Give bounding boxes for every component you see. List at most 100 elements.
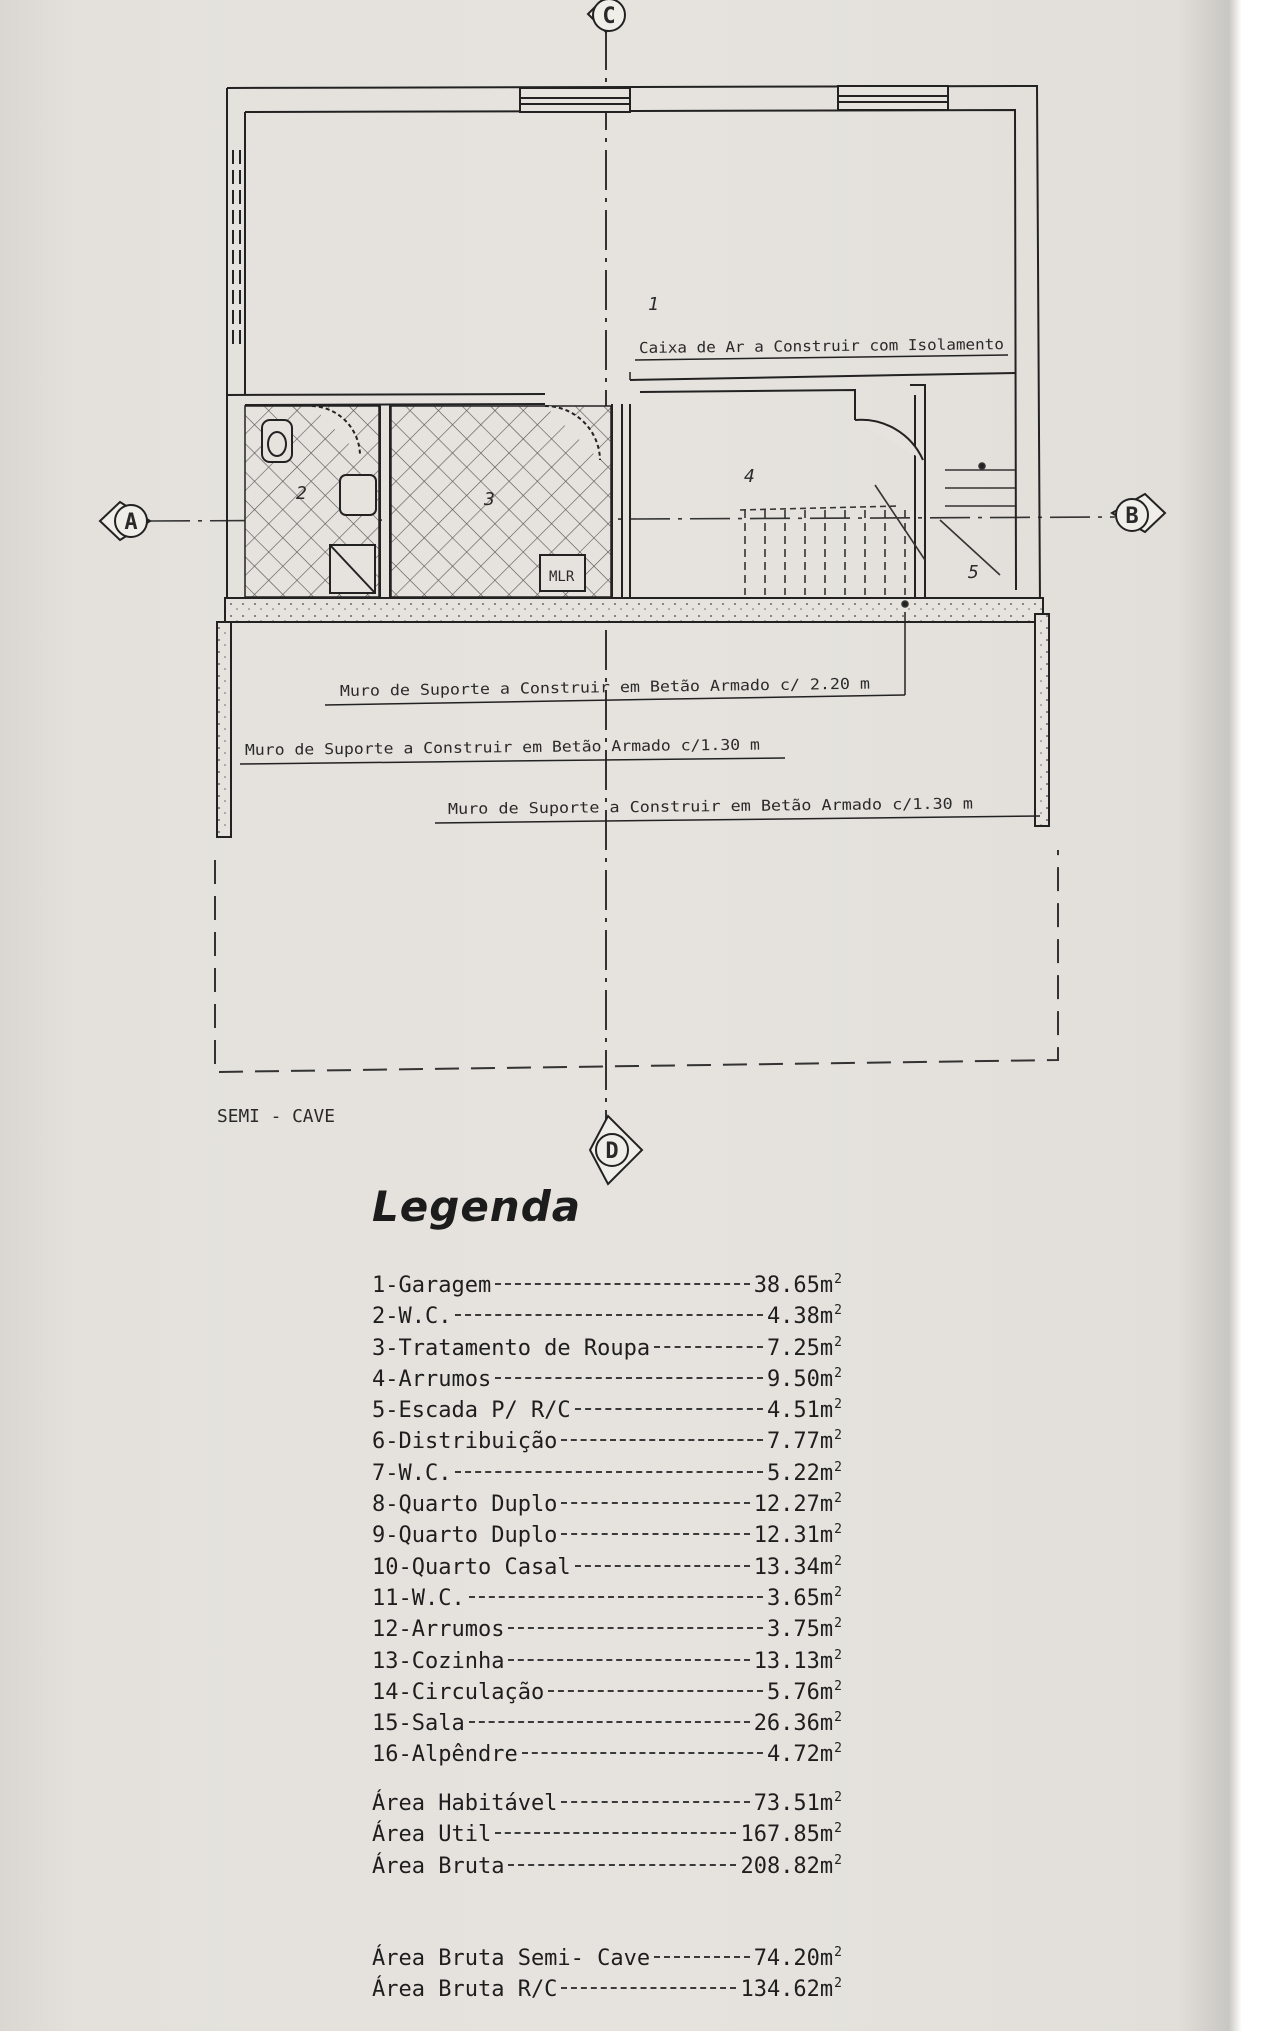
legend-row-unit-exponent: 2 bbox=[834, 1647, 842, 1663]
mlr-label: MLR bbox=[549, 569, 575, 585]
legend-row-unit-exponent: 2 bbox=[834, 1821, 842, 1837]
legend-row: 16-Alpêndre 4.72m2 bbox=[372, 1741, 842, 1772]
legend-row-unit-exponent: 2 bbox=[834, 1303, 842, 1319]
note-air-box: Caixa de Ar a Construir com Isolamento bbox=[639, 335, 1004, 357]
garage-bottom-wall bbox=[224, 597, 1044, 623]
legend-row-value: 134.62m2 bbox=[740, 1976, 842, 2002]
legend-row-label: 13-Cozinha bbox=[372, 1648, 505, 1674]
legend-leader-dashes bbox=[468, 1595, 763, 1598]
note-wall-130-b: Muro de Suporte a Construir em Betão Arm… bbox=[448, 795, 973, 818]
legend-leader-dashes bbox=[561, 1439, 763, 1442]
legend-row: Área Habitável 73.51m2 bbox=[372, 1790, 842, 1821]
legend-row-area: 208.82m bbox=[740, 1853, 834, 1879]
legend-row-area: 5.76m bbox=[766, 1679, 834, 1705]
legend-row: 5-Escada P/ R/C 4.51m2 bbox=[372, 1397, 842, 1428]
legend-row-area: 9.50m bbox=[766, 1366, 834, 1392]
room-number-1: 1 bbox=[648, 294, 659, 315]
legend-leader-dashes bbox=[561, 1987, 737, 1990]
legend-row-value: 208.82m2 bbox=[740, 1853, 842, 1879]
legend-row-value: 4.38m2 bbox=[767, 1303, 842, 1329]
legend-leader-dashes bbox=[508, 1863, 737, 1866]
legend-row-label: 10-Quarto Casal bbox=[372, 1554, 571, 1580]
legend-row-unit-exponent: 2 bbox=[834, 1365, 842, 1381]
legend-row-label: Área Habitável bbox=[372, 1791, 558, 1816]
legend-row-value: 9.50m2 bbox=[767, 1366, 842, 1392]
legend-row-value: 12.31m2 bbox=[754, 1522, 842, 1548]
legend-row-value: 73.51m2 bbox=[754, 1790, 842, 1816]
legend-leader-dashes bbox=[468, 1721, 750, 1724]
floor-label: SEMI - CAVE bbox=[217, 1106, 335, 1127]
legend-row: Área Bruta R/C 134.62m2 bbox=[372, 1976, 842, 2007]
legend-row-unit-exponent: 2 bbox=[834, 1397, 842, 1413]
legend-row-value: 167.85m2 bbox=[740, 1821, 842, 1847]
legend-row-unit-exponent: 2 bbox=[834, 1678, 842, 1694]
legend-row-label: Área Bruta R/C bbox=[372, 1977, 558, 2003]
legend-row-area: 7.25m bbox=[766, 1335, 834, 1361]
legend-row-value: 26.36m2 bbox=[754, 1710, 842, 1736]
legend-row-unit-exponent: 2 bbox=[834, 1334, 842, 1350]
fixtures bbox=[261, 405, 924, 594]
legend-row: 12-Arrumos 3.75m2 bbox=[372, 1616, 842, 1647]
legend-row: Área Util 167.85m2 bbox=[372, 1821, 842, 1852]
legend-row-label: 14-Circulação bbox=[372, 1679, 545, 1705]
legend-row-label: 11-W.C. bbox=[372, 1585, 465, 1611]
legend-leader-dashes bbox=[574, 1408, 763, 1411]
stairs bbox=[739, 462, 1015, 608]
legend-row-value: 74.20m2 bbox=[754, 1945, 842, 1971]
legend-row-unit-exponent: 2 bbox=[834, 1491, 842, 1507]
legend-row-area: 167.85m bbox=[740, 1822, 834, 1848]
legend-row-label: 12-Arrumos bbox=[372, 1617, 505, 1643]
legend-row: 14-Circulação 5.76m2 bbox=[372, 1679, 842, 1710]
legend-row: 8-Quarto Duplo 12.27m2 bbox=[372, 1491, 842, 1522]
legend-row-unit-exponent: 2 bbox=[834, 1616, 842, 1632]
legend-row-area: 12.31m bbox=[753, 1523, 834, 1549]
legend-row-label: 7-W.C. bbox=[372, 1460, 452, 1486]
legend-row-area: 4.72m bbox=[766, 1742, 834, 1768]
legend-row-unit-exponent: 2 bbox=[834, 1272, 842, 1287]
legend-row: Área Bruta 208.82m2 bbox=[372, 1853, 842, 1884]
legend-row-area: 7.77m bbox=[766, 1429, 834, 1455]
axis-marker-c: C bbox=[586, 0, 626, 34]
room-number-4: 4 bbox=[744, 466, 755, 487]
legend-row-label: Área Bruta Semi- Cave bbox=[372, 1946, 651, 1971]
legend-row-unit-exponent: 2 bbox=[834, 1428, 842, 1444]
legend-row: Área Bruta Semi- Cave 74.20m2 bbox=[372, 1945, 842, 1976]
legend-leader-dashes bbox=[455, 1314, 763, 1317]
note-wall-220: Muro de Suporte a Construir em Betão Arm… bbox=[340, 675, 870, 700]
floor-plan: A B C D bbox=[98, 0, 1167, 1186]
room-number-3: 3 bbox=[483, 489, 495, 510]
legend-row-label: Área Bruta bbox=[372, 1853, 505, 1879]
legend-leader-dashes bbox=[495, 1832, 737, 1835]
legend-row-area: 4.38m bbox=[766, 1304, 834, 1330]
legend-row-value: 4.72m2 bbox=[767, 1741, 842, 1767]
legend-row: 11-W.C.3.65m2 bbox=[372, 1585, 842, 1616]
legend-row-unit-exponent: 2 bbox=[834, 1584, 842, 1600]
note-wall-130-a: Muro de Suporte a Construir em Betão Arm… bbox=[245, 736, 760, 759]
legend-row-area: 26.36m bbox=[753, 1711, 834, 1737]
axis-label-a: A bbox=[124, 510, 137, 535]
retaining-wall-left bbox=[216, 621, 232, 838]
legend-leader-dashes bbox=[455, 1470, 763, 1473]
legend-leader-dashes bbox=[495, 1283, 750, 1285]
legend-row-unit-exponent: 2 bbox=[834, 1553, 842, 1569]
legend-row-label: 5-Escada P/ R/C bbox=[372, 1398, 571, 1424]
retaining-wall-right bbox=[1034, 613, 1050, 827]
legend-row-value: 4.51m2 bbox=[767, 1397, 842, 1423]
legend-row-unit-exponent: 2 bbox=[834, 1741, 842, 1757]
legend-row-label: 16-Alpêndre bbox=[372, 1742, 518, 1768]
legend-row-label: 3-Tratamento de Roupa bbox=[372, 1335, 651, 1361]
legend-row-label: 8-Quarto Duplo bbox=[372, 1492, 558, 1518]
legend-row-area: 12.27m bbox=[753, 1492, 834, 1518]
legend-row-area: 3.75m bbox=[766, 1617, 834, 1643]
legend-row-label: Área Util bbox=[372, 1822, 492, 1848]
legend-row-value: 13.13m2 bbox=[754, 1648, 842, 1674]
legend-row: 13-Cozinha 13.13m2 bbox=[372, 1648, 842, 1679]
legend-row: 2-W.C.4.38m2 bbox=[372, 1303, 842, 1334]
legend-row: 7-W.C.5.22m2 bbox=[372, 1460, 842, 1491]
legend-row-label: 6-Distribuição bbox=[372, 1429, 558, 1455]
